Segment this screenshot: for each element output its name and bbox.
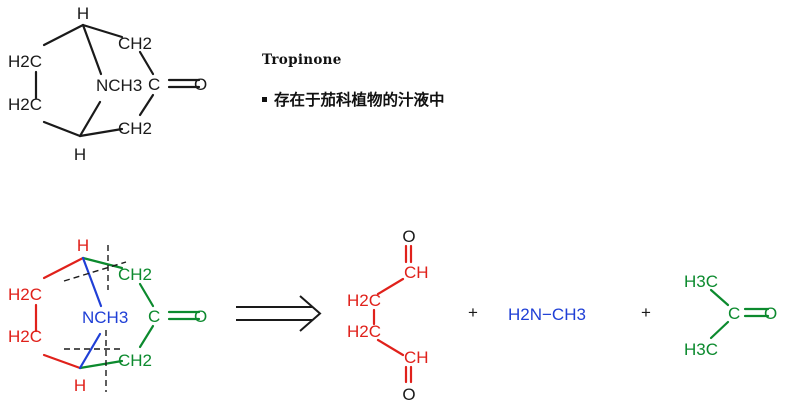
bridgehead-h-top: H xyxy=(77,4,89,23)
bridgehead-h-bottom: H xyxy=(74,145,86,164)
aldehyde-o-top: O xyxy=(402,227,415,246)
h2c-lower: H2C xyxy=(347,322,381,341)
colored-atom-labels: H H CH2 CH2 H2C H2C NCH3 C O xyxy=(8,236,207,395)
plus-sign-1: + xyxy=(468,303,478,322)
compound-name: Tropinone xyxy=(262,52,342,68)
nch3-label: NCH3 xyxy=(96,76,142,95)
note-bullet-item: 存在于茄科植物的汁液中 xyxy=(262,88,445,110)
tropinone-structure: H H CH2 CH2 H2C H2C NCH3 C O xyxy=(8,4,207,164)
aldehyde-ch-top: CH xyxy=(404,263,429,282)
colored-bonds-green xyxy=(78,256,201,370)
colored-carbonyl-c: C xyxy=(148,307,160,326)
acetone-structure: H3C H3C C O xyxy=(684,272,777,359)
h2c-upper: H2C xyxy=(347,291,381,310)
ch2-top-label: CH2 xyxy=(118,34,152,53)
colored-bonds-blue xyxy=(78,256,103,370)
h2c-bottom-label: H2C xyxy=(8,95,42,114)
acetone-bonds xyxy=(709,288,770,340)
tropinone-atom-labels: H H CH2 CH2 H2C H2C NCH3 C O xyxy=(8,4,207,164)
disconnection-marks xyxy=(63,245,127,392)
succinaldehyde-structure: O CH H2C H2C CH O xyxy=(347,227,429,404)
acetone-c: C xyxy=(728,304,740,323)
acetone-h3c-top: H3C xyxy=(684,272,718,291)
colored-nch3: NCH3 xyxy=(82,308,128,327)
h2c-top-label: H2C xyxy=(8,52,42,71)
colored-ch2-bottom: CH2 xyxy=(118,351,152,370)
acetone-labels: H3C H3C C O xyxy=(684,272,777,359)
carbonyl-c-label: C xyxy=(148,75,160,94)
tropinone-colored-structure: H H CH2 CH2 H2C H2C NCH3 C O xyxy=(8,236,207,395)
succinaldehyde-labels: O CH H2C H2C CH O xyxy=(347,227,429,404)
colored-bonds-red xyxy=(34,256,85,370)
plus-sign-2: + xyxy=(641,303,651,322)
aldehyde-ch-bottom: CH xyxy=(404,348,429,367)
succinaldehyde-bonds xyxy=(372,244,413,384)
methylamine-label: H2N−CH3 xyxy=(508,305,586,324)
note-text: 存在于茄科植物的汁液中 xyxy=(274,91,445,109)
colored-ch2-top: CH2 xyxy=(118,265,152,284)
acetone-h3c-bottom: H3C xyxy=(684,340,718,359)
retrosynthesis-arrow xyxy=(236,295,322,332)
bullet-marker xyxy=(262,96,267,102)
colored-h2c-bottom: H2C xyxy=(8,327,42,346)
ch2-bottom-label: CH2 xyxy=(118,119,152,138)
colored-h-top: H xyxy=(77,236,89,255)
acetone-o: O xyxy=(764,304,777,323)
colored-h-bottom: H xyxy=(74,376,86,395)
aldehyde-o-bottom: O xyxy=(402,385,415,404)
colored-h2c-top: H2C xyxy=(8,285,42,304)
tropinone-bonds xyxy=(34,23,201,138)
carbonyl-o-label: O xyxy=(194,75,207,94)
colored-carbonyl-o: O xyxy=(194,307,207,326)
